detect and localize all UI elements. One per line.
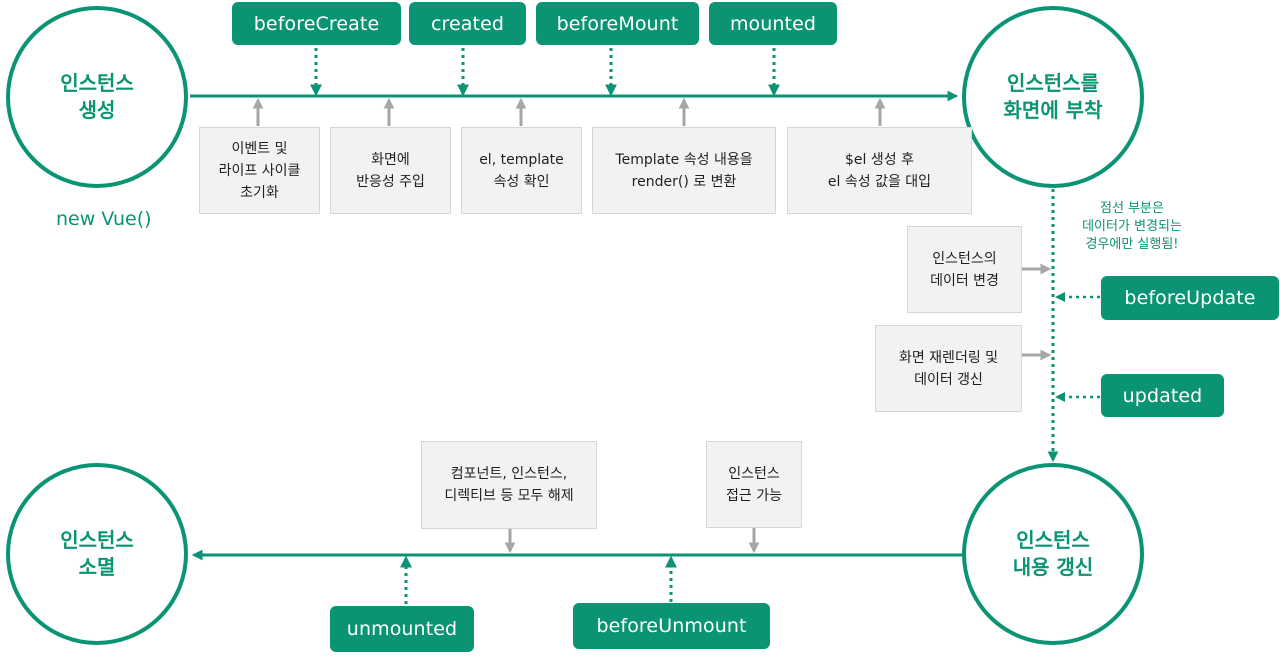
instance-destroy-label: 인스턴스 소멸 <box>60 528 134 579</box>
instance-attach-circle: 인스턴스를 화면에 부착 <box>962 6 1144 188</box>
hook-unmounted-label: unmounted <box>346 618 458 640</box>
instance-update-circle: 인스턴스 내용 갱신 <box>962 463 1144 645</box>
instance-create-label: 인스턴스 생성 <box>60 71 134 122</box>
hook-created-label: created <box>430 12 505 35</box>
hook-mounted-label: mounted <box>729 12 817 35</box>
hook-before-mount-label: beforeMount <box>556 12 679 35</box>
hook-updated: updated <box>1101 374 1224 417</box>
new-vue-caption: new Vue() <box>56 208 152 230</box>
step-accessible-label: 인스턴스 접근 가능 <box>726 465 782 504</box>
hook-unmounted: unmounted <box>330 606 474 652</box>
instance-destroy-circle: 인스턴스 소멸 <box>6 463 188 645</box>
step-teardown-label: 컴포넌트, 인스턴스, 디렉티브 등 모두 해제 <box>444 466 574 504</box>
step-inject-reactivity-label: 화면에 반응성 주입 <box>356 151 425 190</box>
hook-before-create-label: beforeCreate <box>253 12 380 35</box>
step-inject-reactivity: 화면에 반응성 주입 <box>330 127 451 214</box>
step-teardown: 컴포넌트, 인스턴스, 디렉티브 등 모두 해제 <box>421 441 597 529</box>
hook-before-create: beforeCreate <box>232 2 401 45</box>
step-render-template-label: Template 속성 내용을 render() 로 변환 <box>615 151 753 190</box>
dotted-line-note: 점선 부분은 데이터가 변경되는 경우에만 실행됨! <box>1082 201 1182 252</box>
hook-before-unmount-label: beforeUnmount <box>596 615 747 637</box>
hook-before-mount: beforeMount <box>536 2 699 45</box>
hook-mounted: mounted <box>709 2 837 45</box>
hook-updated-label: updated <box>1122 384 1203 407</box>
instance-update-label: 인스턴스 내용 갱신 <box>1012 528 1094 579</box>
step-replace-el-label: $el 생성 후 el 속성 값을 대입 <box>827 151 932 190</box>
step-rerender: 화면 재렌더링 및 데이터 갱신 <box>875 325 1022 412</box>
step-init-events: 이벤트 및 라이프 사이클 초기화 <box>199 127 320 214</box>
hook-before-update-label: beforeUpdate <box>1124 287 1256 309</box>
hook-created: created <box>409 2 526 45</box>
step-data-change: 인스턴스의 데이터 변경 <box>907 226 1022 313</box>
instance-create-circle: 인스턴스 생성 <box>6 6 188 188</box>
step-init-events-label: 이벤트 및 라이프 사이클 초기화 <box>218 140 301 201</box>
step-check-template: el, template 속성 확인 <box>461 127 582 214</box>
step-rerender-label: 화면 재렌더링 및 데이터 갱신 <box>898 349 999 388</box>
step-accessible: 인스턴스 접근 가능 <box>706 441 802 528</box>
step-render-template: Template 속성 내용을 render() 로 변환 <box>592 127 776 214</box>
step-data-change-label: 인스턴스의 데이터 변경 <box>930 250 999 289</box>
hook-before-unmount: beforeUnmount <box>573 603 770 649</box>
step-replace-el: $el 생성 후 el 속성 값을 대입 <box>787 127 972 214</box>
hook-before-update: beforeUpdate <box>1101 276 1279 320</box>
step-check-template-label: el, template 속성 확인 <box>479 151 564 190</box>
instance-attach-label: 인스턴스를 화면에 부착 <box>1003 71 1103 122</box>
